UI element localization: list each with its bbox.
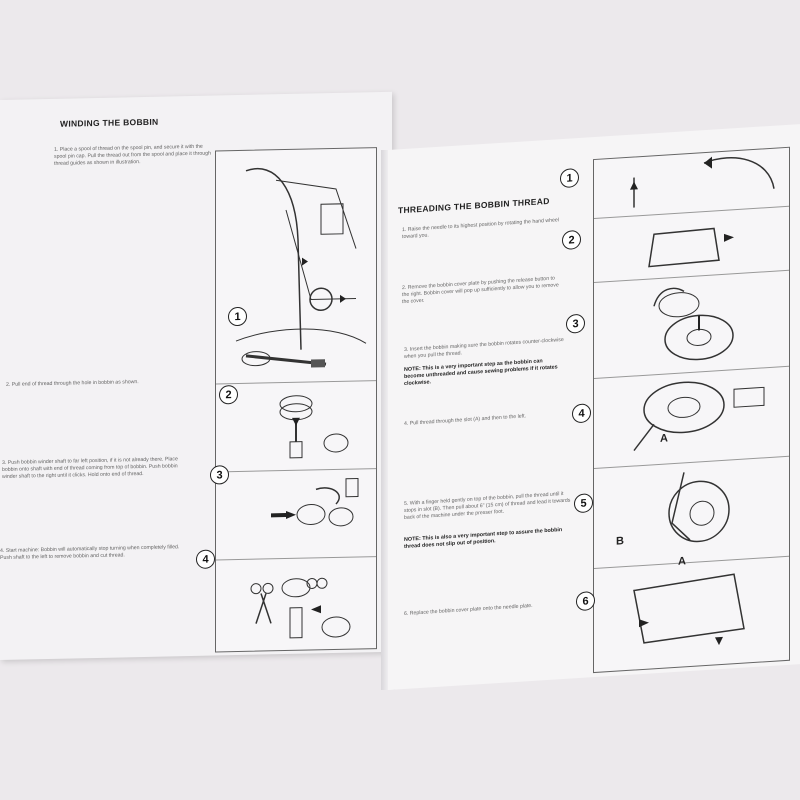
step-3-text: 3. Push bobbin winder shaft to far left …	[2, 456, 178, 480]
figure-number-3: 3	[566, 313, 585, 334]
figure-number-1: 1	[560, 167, 579, 189]
insert-bobbin-illustration	[653, 287, 734, 361]
right-page-title: THREADING THE BOBBIN THREAD	[398, 195, 550, 216]
thread-slot-a-illustration	[633, 381, 765, 451]
label-b: B	[616, 535, 624, 548]
step-2-text: 2. Remove the bobbin cover plate by push…	[402, 275, 559, 306]
left-page: WINDING THE BOBBIN 1. Place a spool of t…	[0, 91, 392, 661]
bobbin-thread-illustration	[279, 395, 349, 459]
figure-number-4: 4	[572, 403, 591, 424]
hand-wheel-illustration	[630, 156, 775, 208]
cut-thread-illustration	[250, 577, 351, 639]
figure-number-5: 5	[574, 493, 593, 514]
step-6-text: 6. Replace the bobbin cover plate onto t…	[404, 602, 533, 617]
step-1-text: 1. Place a spool of thread on the spool …	[54, 143, 211, 167]
left-page-title: WINDING THE BOBBIN	[60, 116, 159, 129]
figure-number-2: 2	[562, 229, 581, 251]
step-5-text: 5. With a finger held gently on top of t…	[404, 490, 571, 521]
replace-cover-illustration	[633, 573, 745, 646]
label-a: A	[678, 555, 686, 568]
cover-plate-illustration	[648, 227, 734, 268]
step-5-note: NOTE: This is also a very important step…	[404, 527, 563, 550]
threading-figure-panel	[593, 146, 790, 674]
winding-figure-panel	[215, 147, 377, 653]
right-page: THREADING THE BOBBIN THREAD 1. Raise the…	[388, 124, 800, 690]
step-1-text: 1. Raise the needle to its highest posit…	[402, 217, 559, 241]
label-a: A	[660, 432, 668, 445]
step-2-text: 2. Pull end of thread through the hole i…	[6, 379, 139, 388]
step-3-note: NOTE: This is a very important step as t…	[404, 358, 558, 387]
bobbin-winder-illustration	[271, 477, 359, 527]
figure-number-4: 4	[196, 549, 215, 569]
step-4-text: 4. Pull thread through the slot (A) and …	[404, 413, 526, 427]
thread-slot-b-illustration	[668, 472, 730, 543]
spool-threading-illustration	[235, 168, 367, 368]
step-4-text: 4. Start machine: Bobbin will automatica…	[0, 544, 180, 561]
